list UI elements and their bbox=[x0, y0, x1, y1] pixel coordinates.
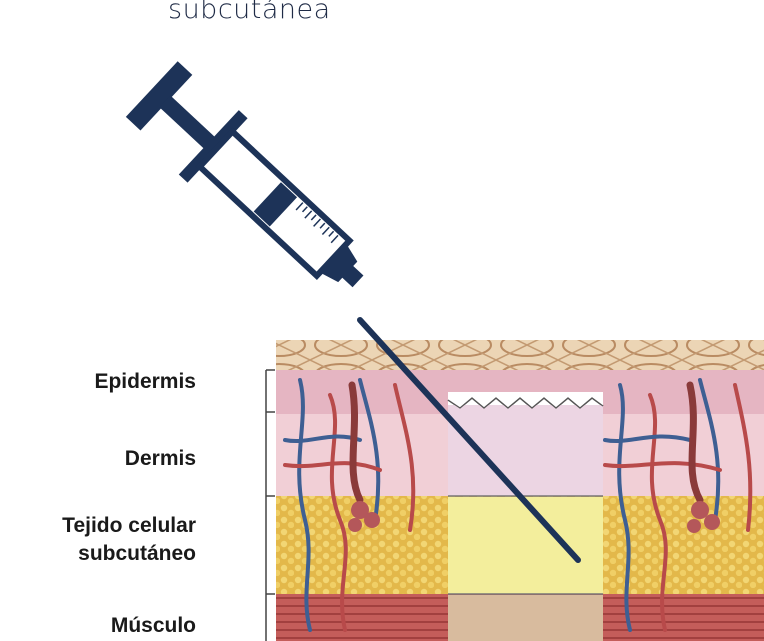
layer-scale-bar bbox=[266, 370, 275, 641]
skin-surface bbox=[276, 340, 764, 370]
skin-cross-section bbox=[276, 340, 764, 641]
dermis-window bbox=[448, 405, 603, 496]
subcutaneous-window bbox=[448, 497, 603, 594]
muscle-window bbox=[448, 595, 603, 641]
